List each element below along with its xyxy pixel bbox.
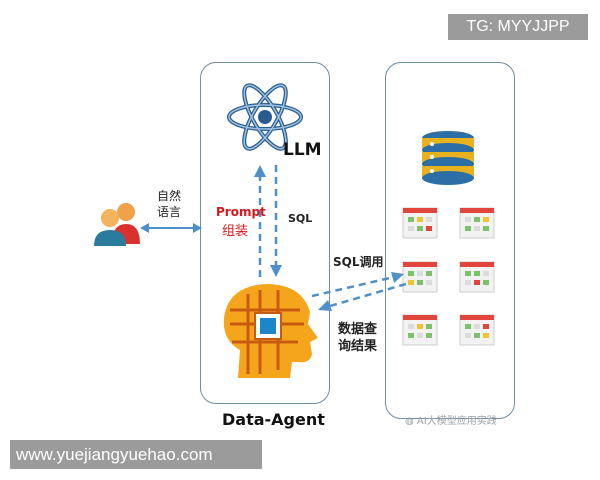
wechat-watermark: ◍ AI大模型应用实践 bbox=[405, 412, 497, 427]
prompt-label-line1: Prompt bbox=[216, 205, 266, 219]
top-watermark-banner: TG: MYYJJPP bbox=[448, 14, 588, 40]
prompt-up-arrow bbox=[254, 165, 266, 277]
natural-language-line1: 自然 bbox=[157, 189, 182, 203]
top-watermark-text: TG: MYYJJPP bbox=[466, 18, 570, 35]
users-icon bbox=[94, 203, 140, 246]
wechat-icon: ◍ bbox=[405, 416, 417, 427]
prompt-label-line2: 组装 bbox=[222, 224, 249, 239]
natural-language-line2: 语言 bbox=[157, 205, 182, 219]
table-icon bbox=[402, 207, 438, 239]
query-result-arrow bbox=[318, 282, 407, 311]
sql-call-arrow bbox=[311, 272, 404, 298]
sql-call-label: SQL调用 bbox=[333, 255, 384, 269]
website-banner: www.yuejiangyuehao.com bbox=[10, 440, 262, 469]
data-agent-title: Data-Agent bbox=[222, 410, 325, 429]
database-container bbox=[385, 62, 515, 419]
table-icon bbox=[402, 314, 438, 346]
table-icon bbox=[459, 314, 495, 346]
table-icon bbox=[459, 207, 495, 239]
table-icon bbox=[459, 261, 495, 293]
llm-atom-icon bbox=[227, 83, 303, 151]
website-banner-text: www.yuejiangyuehao.com bbox=[16, 445, 213, 464]
sql-down-arrow bbox=[270, 165, 282, 277]
query-result-line1: 数据查 bbox=[338, 322, 378, 337]
sql-label: SQL bbox=[288, 212, 313, 225]
agent-head-icon bbox=[223, 284, 318, 378]
query-result-line2: 询结果 bbox=[338, 339, 378, 354]
llm-label: LLM bbox=[283, 140, 322, 160]
table-icon bbox=[402, 261, 438, 293]
database-icon bbox=[422, 131, 474, 185]
natural-language-arrow bbox=[140, 223, 202, 233]
wechat-watermark-text: AI大模型应用实践 bbox=[416, 416, 497, 427]
